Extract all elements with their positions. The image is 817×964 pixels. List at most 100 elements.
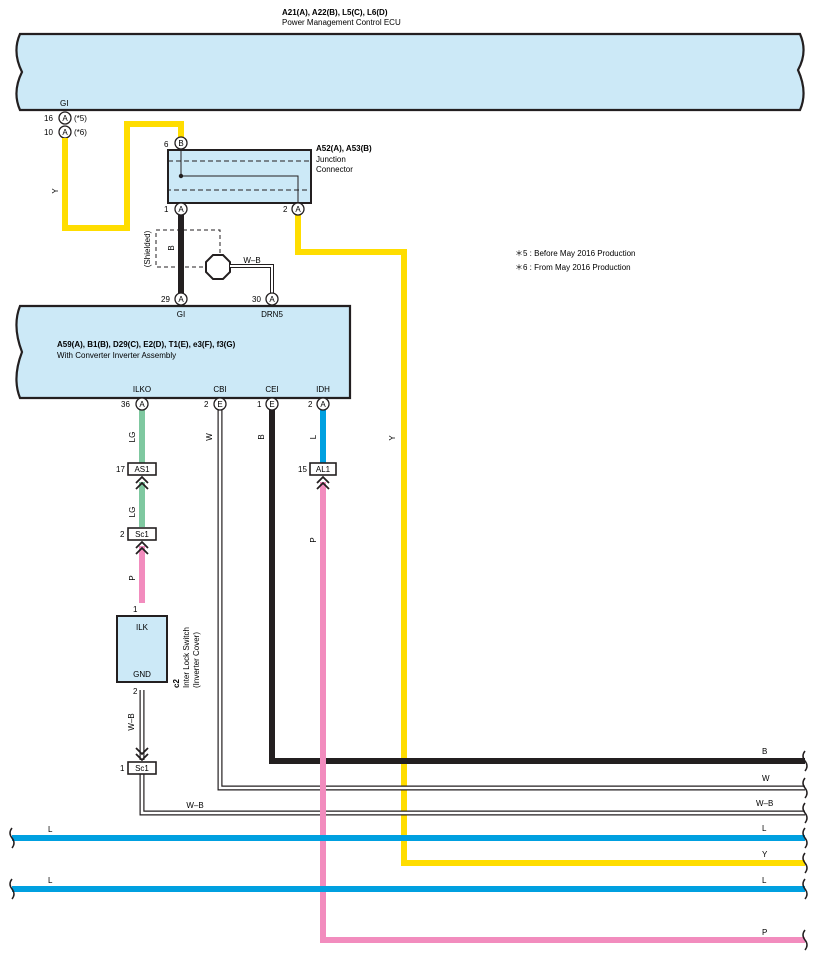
drain-wire-wb-inner <box>230 265 273 293</box>
inverter-pin-idh-number: 2 <box>308 400 313 409</box>
connector-as1-chevrons <box>135 475 149 490</box>
wb-wire-bottom-outer <box>139 774 805 816</box>
shield-label: (Shielded) <box>143 230 152 267</box>
inverter-name: With Converter Inverter Assembly <box>57 351 176 360</box>
connector-al1-pin: 15 <box>298 465 307 474</box>
wire-label-wb-drain: W–B <box>243 256 260 265</box>
junction-splice-dot <box>178 173 184 179</box>
shield-outline <box>155 229 221 268</box>
junction-pin1-letter: A <box>178 205 184 214</box>
w-wire-cbi-outer <box>217 410 805 791</box>
junction-pin6-number: 6 <box>164 140 169 149</box>
inverter-pin-cei-connector <box>265 397 279 411</box>
switch-pin1-number: 1 <box>133 605 138 614</box>
ecu-codes: A21(A), A22(B), L5(C), L6(D) <box>282 8 388 17</box>
wire-label-p-left: P <box>128 575 137 580</box>
inverter-pin30-number: 30 <box>252 295 261 304</box>
inverter-pin-idh-connector <box>316 397 330 411</box>
switch-name-line2: (Inverter Cover) <box>192 632 201 688</box>
yellow-wire-junction-bus <box>295 214 805 866</box>
ecu-pin10-number: 10 <box>44 128 53 137</box>
right-label-l2: L <box>762 876 767 885</box>
pink-wire-idh <box>320 482 805 943</box>
right-label-l1: L <box>762 824 767 833</box>
wire-label-y-right: Y <box>388 435 397 441</box>
left-break-2 <box>9 878 15 900</box>
ecu-pin10-note: (*6) <box>74 128 87 137</box>
junction-name-line2: Connector <box>316 165 353 174</box>
connector-sc1-top-label: Sc1 <box>135 530 149 539</box>
wire-label-lg-upper: LG <box>128 432 137 443</box>
interlock-switch-box <box>116 615 168 683</box>
wire-label-l-idh: L <box>309 434 318 439</box>
right-label-p: P <box>762 928 767 937</box>
ecu-box <box>15 32 805 112</box>
black-wire-cei <box>269 410 805 764</box>
connector-al1-box <box>309 462 337 476</box>
junction-internal-link <box>180 150 299 203</box>
connector-sc1-top-box <box>127 527 157 541</box>
ecu-pin16-connector <box>58 111 72 125</box>
switch-pin2-number: 2 <box>133 687 138 696</box>
ecu-pin16-number: 16 <box>44 114 53 123</box>
inverter-pin29-number: 29 <box>161 295 170 304</box>
inverter-pin36-connector <box>135 397 149 411</box>
switch-code: c2 <box>172 679 181 688</box>
junction-pin1-connector <box>174 202 188 216</box>
shield-ground-octagon <box>205 254 231 280</box>
inverter-pin30-connector <box>265 292 279 306</box>
connector-sc1-top-pin: 2 <box>120 530 125 539</box>
inverter-pin-ilko-name: ILKO <box>133 385 151 394</box>
ecu-pin16-connector-letter: A <box>62 114 68 123</box>
ecu-pin16-note: (*5) <box>74 114 87 123</box>
switch-name-line1: Inter Lock Switch <box>182 627 191 688</box>
right-label-w: W <box>762 774 770 783</box>
ecu-name: Power Management Control ECU <box>282 18 401 27</box>
connector-al1-label: AL1 <box>316 465 331 474</box>
inverter-pin-cei-name: CEI <box>265 385 278 394</box>
inverter-pin-cei-letter: E <box>269 400 274 409</box>
inverter-pin-idh-letter: A <box>320 400 326 409</box>
junction-pin6-connector <box>174 136 188 150</box>
left-label-l1: L <box>48 825 53 834</box>
junction-codes: A52(A), A53(B) <box>316 144 372 153</box>
wire-label-wb-bottom: W–B <box>186 801 203 810</box>
junction-pin2-connector <box>291 202 305 216</box>
inverter-pin-cei-number: 1 <box>257 400 262 409</box>
switch-pin-ilk: ILK <box>136 623 149 632</box>
inverter-pin-cbi-letter: E <box>217 400 222 409</box>
right-label-wb: W–B <box>756 799 773 808</box>
junction-pin2-number: 2 <box>283 205 288 214</box>
left-break-1 <box>9 827 15 849</box>
junction-name-line1: Junction <box>316 155 346 164</box>
inverter-pin29-letter: A <box>178 295 184 304</box>
junction-pin2-letter: A <box>295 205 301 214</box>
wire-label-b-shield: B <box>167 245 176 250</box>
note-from-may-2016: ＊6 : From May 2016 Production <box>515 263 631 272</box>
junction-inner-dashed <box>167 160 312 191</box>
inverter-pin-drn5-name: DRN5 <box>261 310 283 319</box>
inverter-pin-idh-name: IDH <box>316 385 330 394</box>
inverter-pin-cbi-connector <box>213 397 227 411</box>
yellow-wire-ecu-junction <box>62 121 184 231</box>
inverter-box <box>15 304 352 400</box>
wire-label-lg-lower: LG <box>128 507 137 518</box>
connector-sc1-bottom-chevrons <box>135 747 149 762</box>
connector-sc1-bottom-box <box>127 761 157 775</box>
junction-pin1-number: 1 <box>164 205 169 214</box>
right-breaks <box>802 750 808 951</box>
note-before-may-2016: ＊5 : Before May 2016 Production <box>515 249 636 258</box>
connector-as1-pin: 17 <box>116 465 125 474</box>
connector-sc1-bottom-label: Sc1 <box>135 764 149 773</box>
connector-al1-chevrons <box>316 475 330 490</box>
w-wire-cbi-inner <box>218 410 805 790</box>
wire-label-y-left: Y <box>51 188 60 194</box>
right-label-y: Y <box>762 850 768 859</box>
wire-label-b-cei: B <box>257 434 266 439</box>
inverter-pin-gi-name: GI <box>177 310 185 319</box>
ecu-pin10-connector-letter: A <box>62 128 68 137</box>
junction-pin6-letter: B <box>178 139 183 148</box>
ecu-pin-gi-label: GI <box>60 99 68 108</box>
wire-label-w-cbi: W <box>205 433 214 441</box>
